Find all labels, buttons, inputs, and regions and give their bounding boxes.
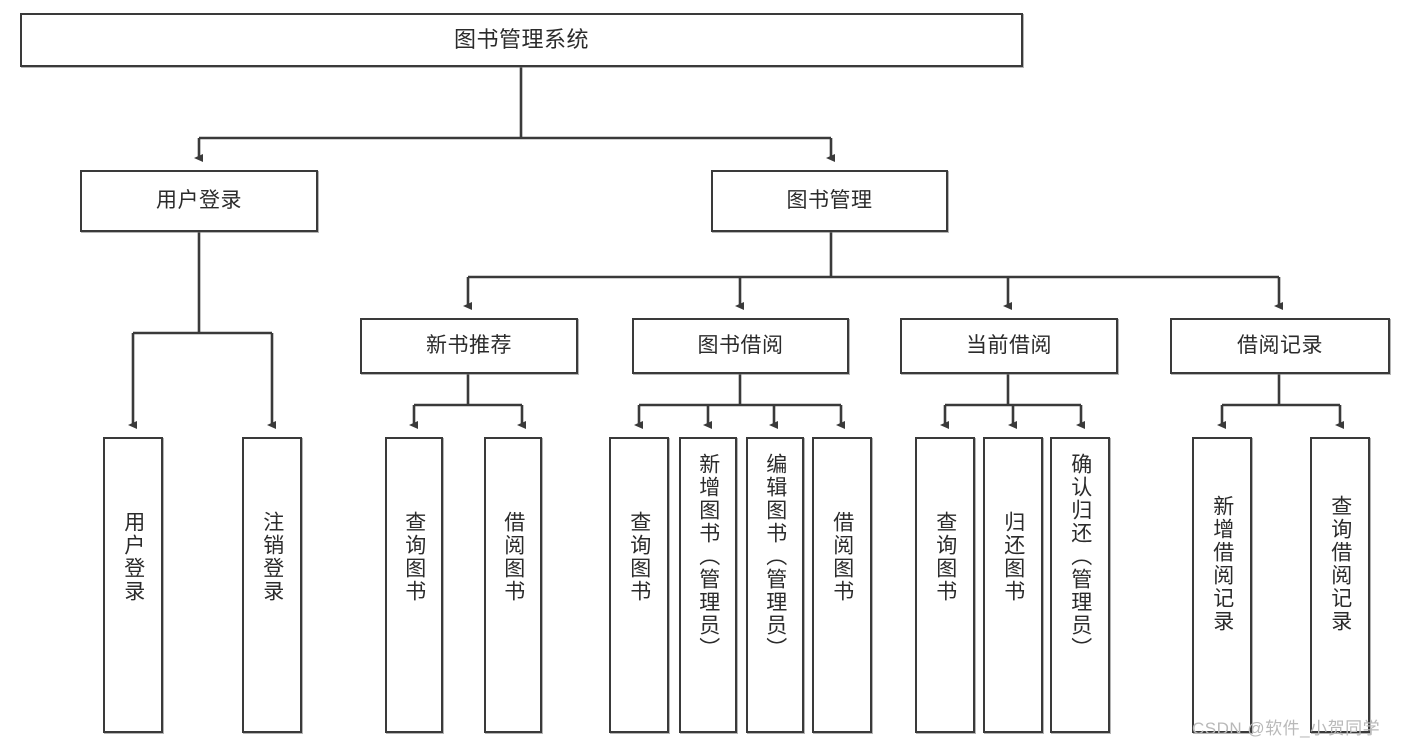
node-leaf-confirm-return-admin[interactable]: 确认归还（管理员）: [1050, 437, 1110, 733]
node-borrow-record[interactable]: 借阅记录: [1170, 318, 1390, 374]
node-leaf-return-book-label: 归还图书: [1001, 511, 1025, 603]
node-leaf-user-login-label: 用户登录: [121, 511, 145, 603]
node-leaf-query-borrow-record[interactable]: 查询借阅记录: [1310, 437, 1370, 733]
node-leaf-add-book-admin-label: 新增图书（管理员）: [696, 453, 720, 660]
node-book-manage[interactable]: 图书管理: [711, 170, 948, 232]
node-current-borrow[interactable]: 当前借阅: [900, 318, 1118, 374]
node-leaf-add-borrow-record-label: 新增借阅记录: [1210, 495, 1234, 633]
node-leaf-return-book[interactable]: 归还图书: [983, 437, 1043, 733]
node-leaf-add-borrow-record[interactable]: 新增借阅记录: [1192, 437, 1252, 733]
node-user-login[interactable]: 用户登录: [80, 170, 318, 232]
node-leaf-user-login[interactable]: 用户登录: [103, 437, 163, 733]
node-leaf-borrow-book-1-label: 借阅图书: [501, 511, 525, 603]
node-leaf-borrow-book-2[interactable]: 借阅图书: [812, 437, 872, 733]
node-root-label: 图书管理系统: [453, 26, 589, 52]
node-leaf-borrow-book-2-label: 借阅图书: [830, 511, 854, 603]
node-leaf-edit-book-admin[interactable]: 编辑图书（管理员）: [746, 437, 804, 733]
node-current-borrow-label: 当前借阅: [966, 334, 1052, 358]
csdn-watermark: CSDN @软件_小贺同学: [1192, 719, 1381, 738]
node-root[interactable]: 图书管理系统: [20, 13, 1023, 67]
node-book-manage-label: 图书管理: [786, 189, 873, 213]
node-leaf-logout-login[interactable]: 注销登录: [242, 437, 302, 733]
node-book-borrow-label: 图书借阅: [697, 334, 784, 358]
node-leaf-confirm-return-admin-label: 确认归还（管理员）: [1068, 453, 1092, 660]
node-new-book-recommend-label: 新书推荐: [426, 334, 512, 358]
node-leaf-edit-book-admin-label: 编辑图书（管理员）: [763, 453, 787, 660]
node-leaf-borrow-book-1[interactable]: 借阅图书: [484, 437, 542, 733]
node-user-login-label: 用户登录: [156, 189, 242, 213]
node-book-borrow[interactable]: 图书借阅: [632, 318, 849, 374]
node-leaf-query-book-3-label: 查询图书: [933, 511, 957, 603]
node-borrow-record-label: 借阅记录: [1237, 334, 1323, 358]
node-leaf-query-book-2-label: 查询图书: [627, 511, 651, 603]
node-leaf-query-book-2[interactable]: 查询图书: [609, 437, 669, 733]
node-leaf-query-book-3[interactable]: 查询图书: [915, 437, 975, 733]
node-leaf-query-book-1-label: 查询图书: [402, 511, 426, 603]
node-leaf-query-borrow-record-label: 查询借阅记录: [1328, 495, 1352, 633]
node-leaf-logout-login-label: 注销登录: [260, 511, 284, 603]
node-leaf-query-book-1[interactable]: 查询图书: [385, 437, 443, 733]
node-new-book-recommend[interactable]: 新书推荐: [360, 318, 578, 374]
node-leaf-add-book-admin[interactable]: 新增图书（管理员）: [679, 437, 737, 733]
